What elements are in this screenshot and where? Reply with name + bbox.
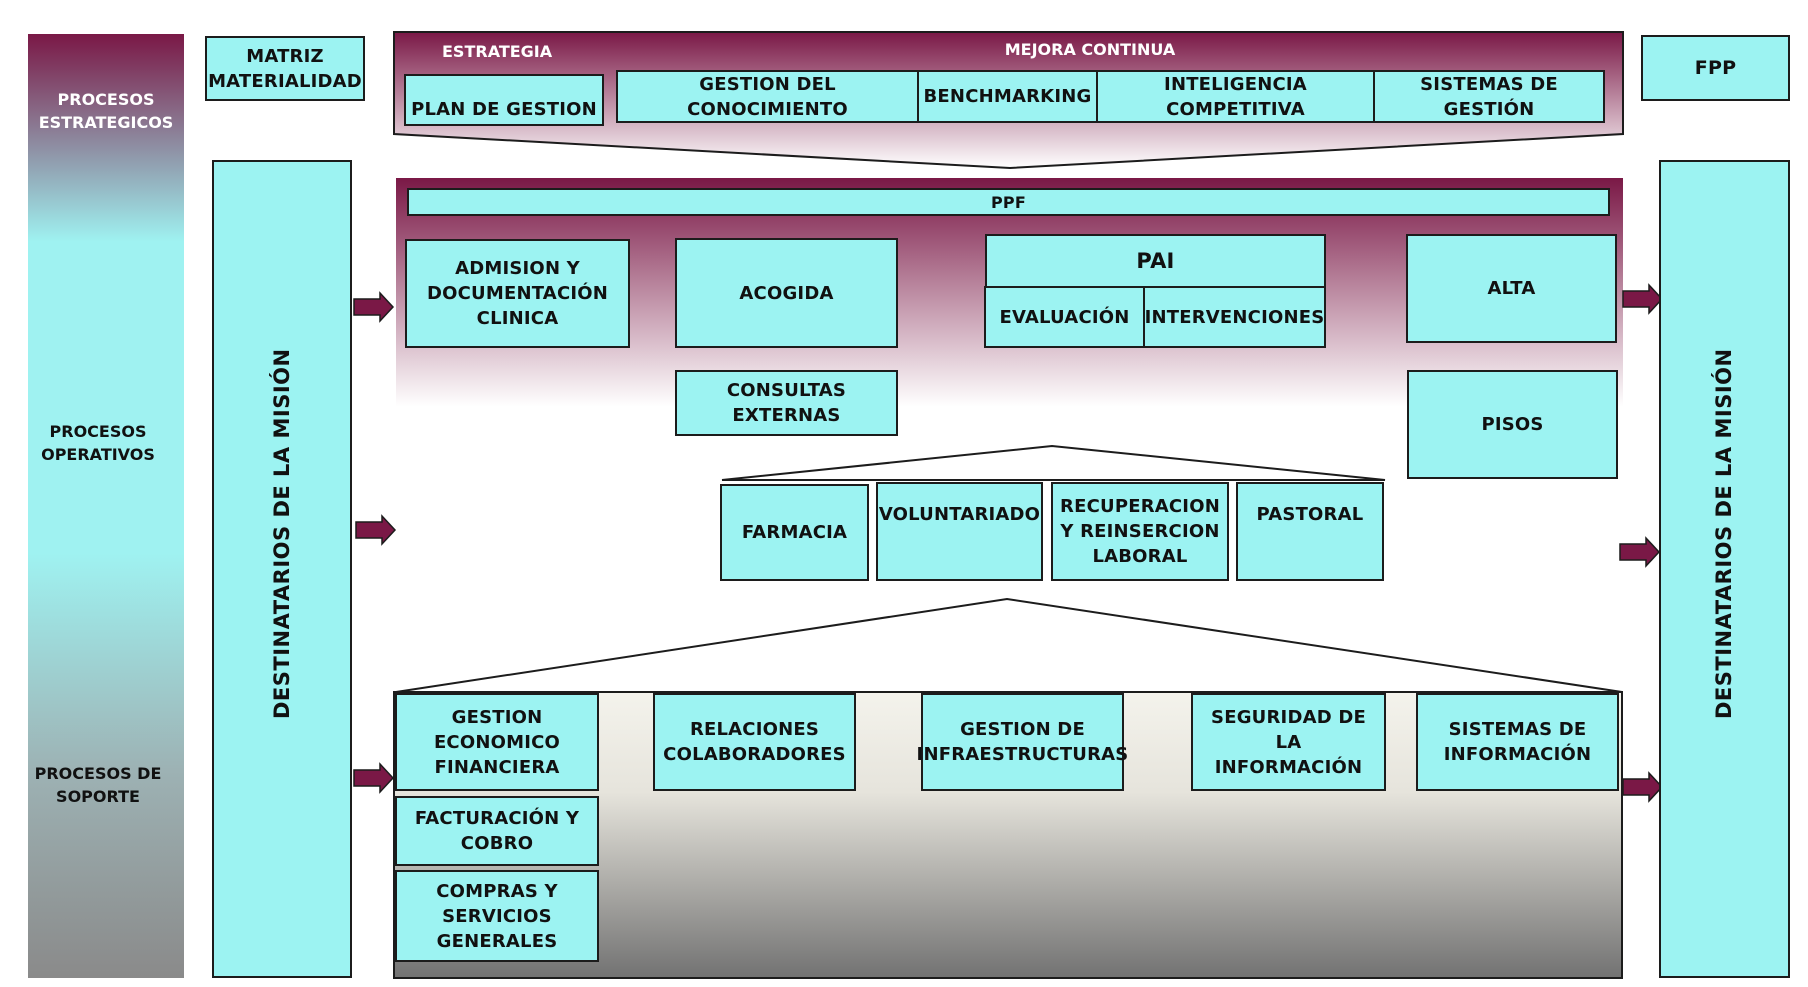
facturacion-box: FACTURACIÓN Y COBRO: [395, 796, 599, 866]
process-sidebar: [28, 34, 184, 978]
intervenciones-box: INTERVENCIONES: [1143, 286, 1326, 348]
arrow-icon: [353, 291, 395, 323]
compras-box: COMPRAS Y SERVICIOS GENERALES: [395, 870, 599, 962]
evaluacion-box: EVALUACIÓN: [984, 286, 1145, 348]
voluntariado-box: VOLUNTARIADO: [876, 482, 1043, 581]
mejora-continua-label: MEJORA CONTINUA: [1004, 40, 1176, 59]
farmacia-box: FARMACIA: [720, 484, 869, 581]
arrow-icon: [353, 762, 395, 794]
gestion-economico-box: GESTION ECONOMICO FINANCIERA: [395, 693, 599, 791]
pai-box: PAI: [985, 234, 1326, 288]
destinatarios-right-label: DESTINATARIOS DE LA MISIÓN: [1712, 348, 1736, 719]
plan-de-gestion-box: PLAN DE GESTION: [404, 74, 604, 126]
estrategia-label: ESTRATEGIA: [442, 42, 553, 61]
consultas-externas-box: CONSULTAS EXTERNAS: [675, 370, 898, 436]
arrow-icon: [355, 514, 397, 546]
recuperacion-box: RECUPERACION Y REINSERCION LABORAL: [1051, 482, 1229, 581]
alta-box: ALTA: [1406, 234, 1617, 343]
inteligencia-competitiva-box: INTELIGENCIA COMPETITIVA: [1096, 70, 1375, 123]
services-roof: [721, 444, 1386, 481]
support-roof: [395, 597, 1623, 693]
pisos-box: PISOS: [1407, 370, 1618, 479]
seguridad-informacion-box: SEGURIDAD DE LA INFORMACIÓN: [1191, 693, 1386, 791]
sistemas-gestion-box: SISTEMAS DE GESTIÓN: [1373, 70, 1605, 123]
destinatarios-left-label: DESTINATARIOS DE LA MISIÓN: [270, 348, 294, 719]
acogida-box: ACOGIDA: [675, 238, 898, 348]
arrow-icon: [1622, 771, 1664, 803]
arrow-icon: [1619, 536, 1661, 568]
arrow-icon: [1622, 283, 1664, 315]
benchmarking-box: BENCHMARKING: [917, 70, 1098, 123]
destinatarios-left-column: [212, 160, 352, 978]
label-strategic-processes: PROCESOS ESTRATEGICOS: [38, 90, 174, 132]
relaciones-box: RELACIONES COLABORADORES: [653, 693, 856, 791]
infraestructuras-box: GESTION DE INFRAESTRUCTURAS: [917, 693, 1128, 791]
label-operative-processes: PROCESOS OPERATIVOS: [41, 422, 155, 464]
pastoral-box: PASTORAL: [1236, 482, 1384, 581]
fpp-box: FPP: [1641, 35, 1790, 101]
matriz-materialidad-box: MATRIZ MATERIALIDAD: [205, 36, 365, 101]
sistemas-informacion-box: SISTEMAS DE INFORMACIÓN: [1416, 693, 1619, 791]
label-support-processes: PROCESOS DE SOPORTE: [34, 764, 162, 806]
destinatarios-right-column: [1659, 160, 1790, 978]
admision-box: ADMISION Y DOCUMENTACIÓN CLINICA: [405, 239, 630, 348]
gestion-conocimiento-box: GESTION DEL CONOCIMIENTO: [616, 70, 919, 123]
ppf-bar: PPF: [407, 188, 1610, 216]
